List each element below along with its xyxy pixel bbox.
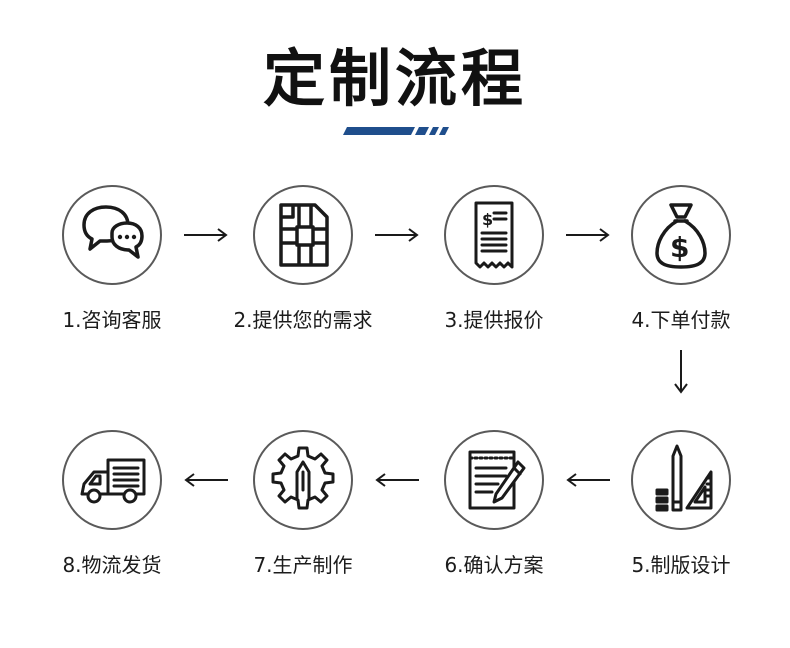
step-4-label: 4.下单付款: [631, 308, 731, 332]
step-8-circle: [62, 430, 162, 530]
step-5-label: 5.制版设计: [631, 553, 731, 577]
step-6-label: 6.确认方案: [444, 553, 544, 577]
step-2-circle: [253, 185, 353, 285]
title-accent-bar: [343, 127, 449, 135]
step-3-label: 3.提供报价: [444, 308, 544, 332]
receipt-dollar-icon: $: [474, 201, 514, 269]
step-6-circle: [444, 430, 544, 530]
step-7-label: 7.生产制作: [253, 553, 353, 577]
arrow-down-4: [674, 350, 688, 394]
notepad-pen-icon: [468, 450, 526, 510]
arrow-right-2: [375, 228, 419, 242]
delivery-truck-icon: [80, 458, 146, 504]
step-3-circle: $: [444, 185, 544, 285]
step-7-circle: [253, 430, 353, 530]
arrow-left-5: [566, 473, 610, 487]
step-8-label: 8.物流发货: [62, 553, 162, 577]
step-5-circle: [631, 430, 731, 530]
svg-text:$: $: [670, 231, 689, 264]
step-2-label: 2.提供您的需求: [233, 308, 373, 332]
step-1-label: 1.咨询客服: [62, 308, 162, 332]
step-1-circle: [62, 185, 162, 285]
svg-text:$: $: [482, 210, 493, 229]
chat-bubbles-icon: [82, 205, 144, 259]
page-title: 定制流程: [262, 42, 527, 115]
arrow-right-1: [184, 228, 228, 242]
gear-pen-icon: [271, 446, 335, 510]
arrow-right-3: [566, 228, 610, 242]
document-layout-icon: [279, 203, 329, 267]
drafting-tools-icon: [655, 444, 713, 512]
step-4-circle: $: [631, 185, 731, 285]
money-bag-icon: $: [655, 203, 707, 269]
arrow-left-6: [375, 473, 419, 487]
arrow-left-7: [184, 473, 228, 487]
